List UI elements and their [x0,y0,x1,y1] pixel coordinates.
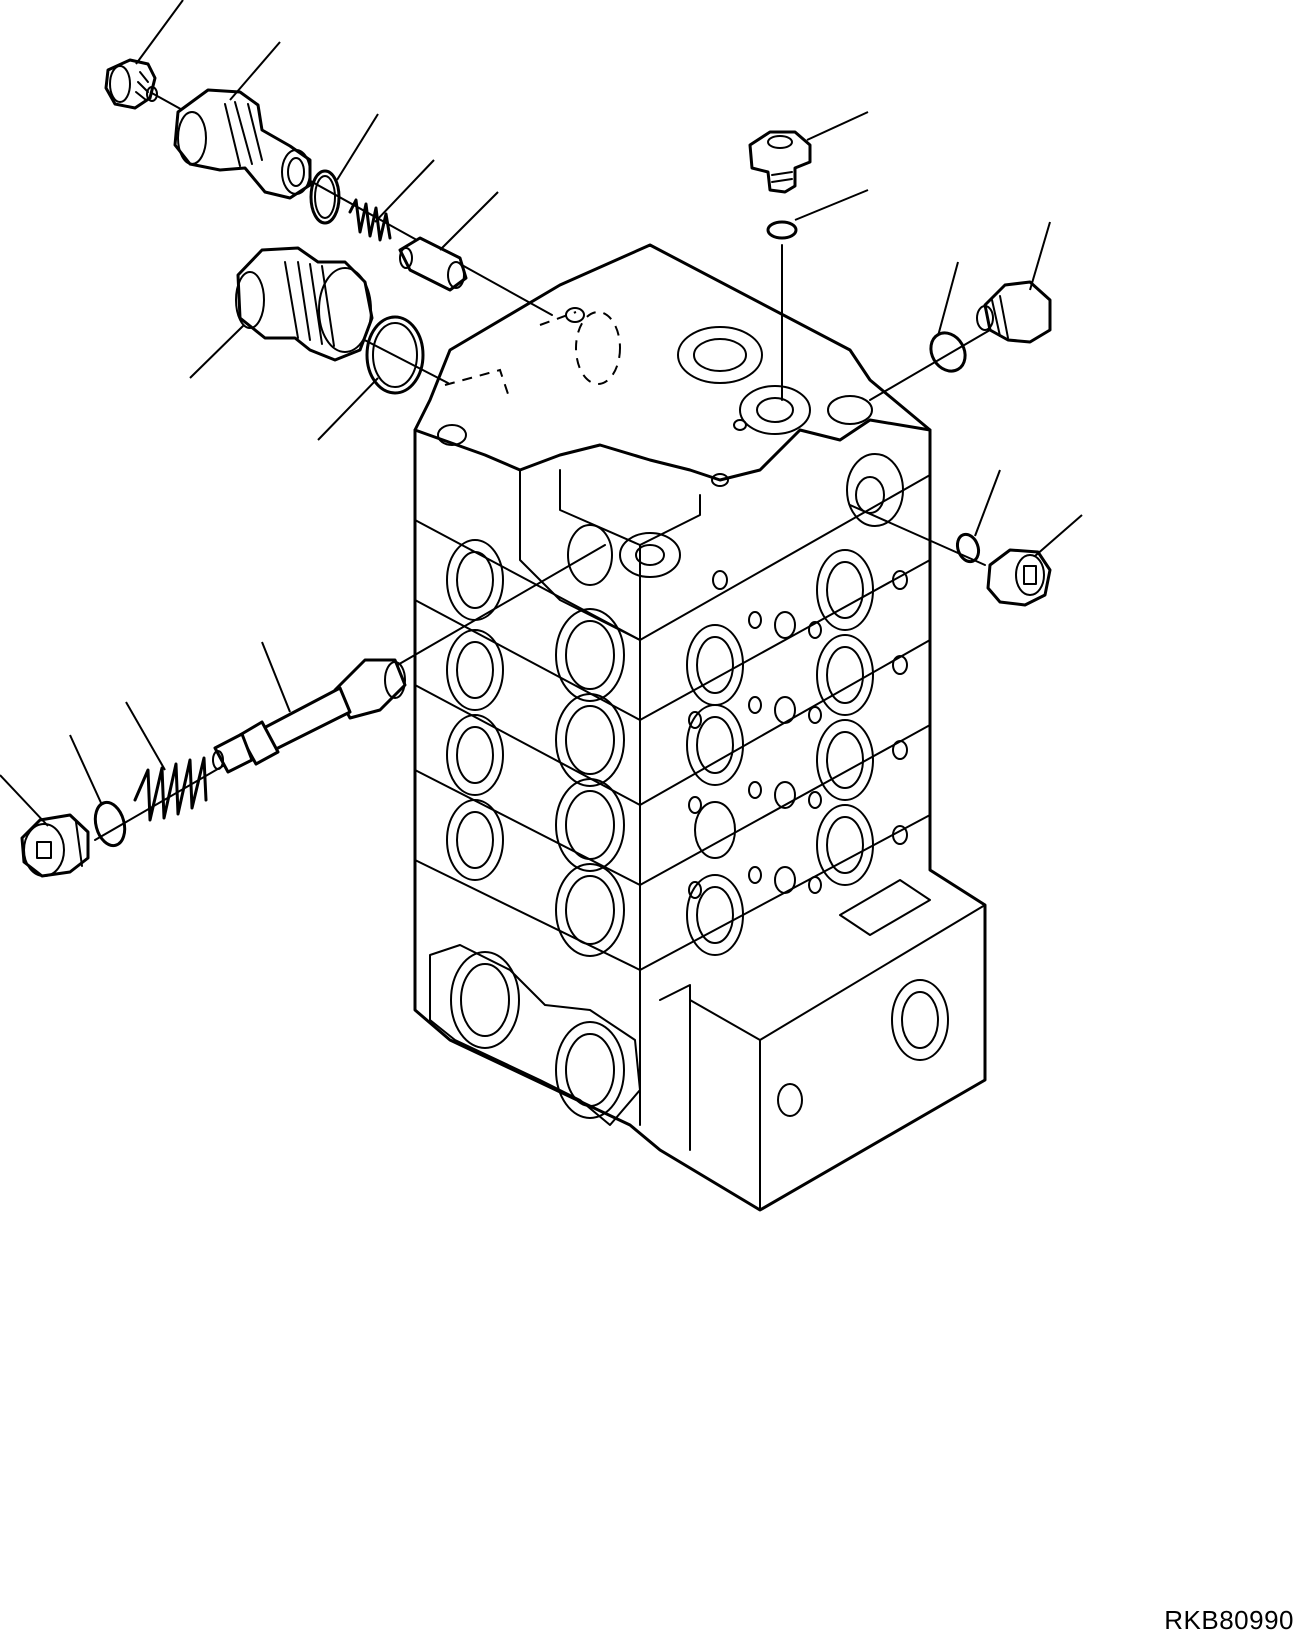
drawing-code-label: RKB80990 [1164,1605,1294,1635]
part-o-ring-large-left [365,315,425,395]
leader-piston-small-top [439,191,499,251]
part-o-ring-right-upper [929,331,967,373]
leader-lines [0,0,1083,827]
leader-o-ring-top-center [794,189,869,221]
leader-plug-large-left [189,324,245,379]
part-valve-body-top-left [173,88,312,200]
assembly-axis-lines [94,91,991,841]
leader-o-ring-right-upper [937,261,959,337]
part-o-ring-right-lower [955,532,981,564]
part-piston-small-top [398,236,468,292]
part-spool-left [212,658,407,774]
control-valve-block [413,243,987,1212]
part-plug-large-left [235,246,374,362]
part-o-ring-top-center [766,220,798,240]
part-spring-small-top [348,198,392,242]
leader-plug-right-lower [1034,514,1083,557]
leader-plug-left-bottom [0,774,49,827]
leader-plug-right-upper [1029,221,1051,291]
leader-spool-left [261,641,291,713]
leader-o-ring-small-top [336,113,379,181]
part-plug-top-center [748,130,812,194]
part-plug-top-left [104,58,158,110]
leader-valve-body-top-left [229,41,281,101]
part-plug-right-upper [976,280,1052,344]
leader-plug-top-left [135,0,184,65]
leader-spring-left [125,701,166,771]
part-plug-right-lower [986,548,1052,607]
part-spring-left [133,756,208,822]
leader-o-ring-right-lower [974,469,1001,537]
part-o-ring-small-top [309,169,341,225]
leader-o-ring-large-left [317,377,379,441]
leader-o-ring-left [69,734,103,806]
part-plug-left-bottom [20,813,90,878]
part-o-ring-left [93,800,127,848]
leader-spring-small-top [374,159,435,223]
leader-plug-top-center [806,111,869,141]
